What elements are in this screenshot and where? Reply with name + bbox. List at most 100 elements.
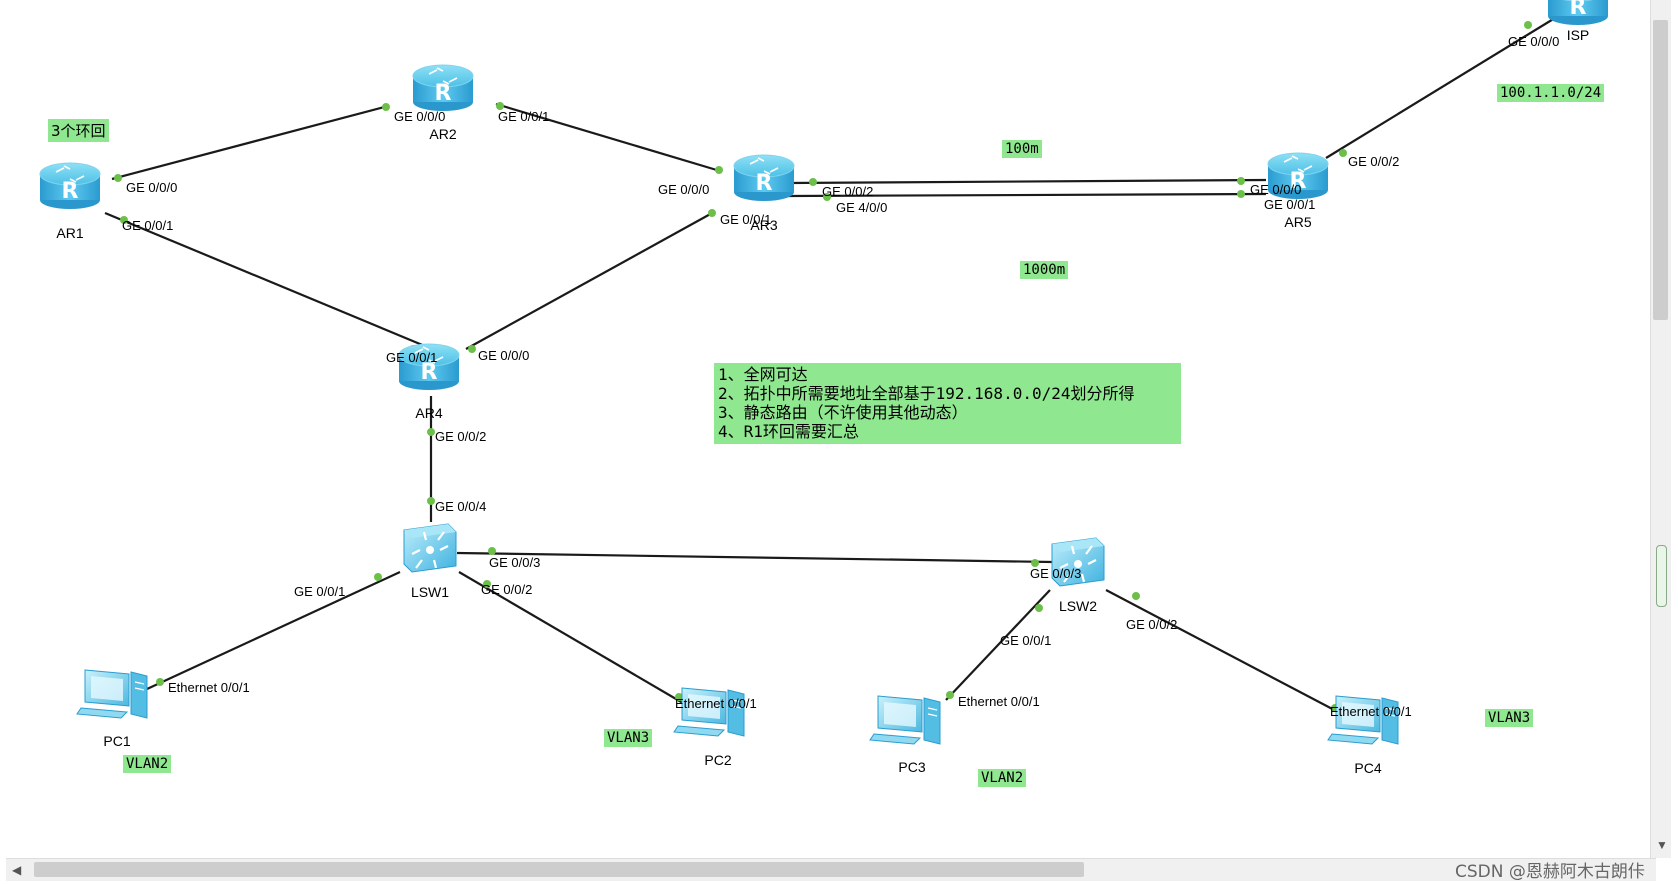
- device-ar5-icon[interactable]: R: [1267, 152, 1329, 199]
- note-vlan-pc4: VLAN3: [1485, 709, 1534, 727]
- device-label-isp: ISP: [1567, 27, 1590, 43]
- watermark: CSDN @恩赫阿木古朗佧: [1455, 862, 1645, 882]
- port-label-ar3: GE 0/0/1: [720, 212, 771, 227]
- svg-text:R: R: [62, 179, 79, 204]
- requirement-4: 4、R1环回需要汇总: [718, 422, 859, 441]
- port-dot-ar3: [708, 209, 716, 217]
- horizontal-scroll-thumb[interactable]: [34, 862, 1084, 877]
- port-dot-ar5: [1237, 190, 1245, 198]
- port-label-ar4: GE 0/0/0: [478, 348, 529, 363]
- device-pc3-icon[interactable]: [869, 695, 941, 745]
- port-dot-lsw1: [488, 547, 496, 555]
- port-dot-lsw1: [427, 497, 435, 505]
- note-loopbacks: 3个环回: [48, 119, 109, 142]
- svg-text:R: R: [1290, 169, 1307, 194]
- port-dot-pc3: [946, 691, 954, 699]
- links-layer: [104, 17, 1556, 714]
- link-ar4-ar3[interactable]: [465, 211, 715, 350]
- note-vlan-pc3: VLAN2: [978, 769, 1027, 787]
- device-ar2-icon[interactable]: R: [412, 64, 474, 111]
- vertical-scroll-thumb[interactable]: [1653, 20, 1668, 320]
- link-lsw2-pc3[interactable]: [945, 589, 1051, 701]
- requirement-2: 2、拓扑中所需要地址全部基于192.168.0.0/24划分所得: [718, 384, 1135, 403]
- port-label-ar2: GE 0/0/1: [498, 109, 549, 124]
- port-label-ar3: GE 0/0/0: [658, 182, 709, 197]
- port-label-lsw1: GE 0/0/1: [294, 584, 345, 599]
- device-label-pc4: PC4: [1354, 760, 1381, 776]
- svg-text:R: R: [421, 360, 438, 385]
- scroll-left-arrow-icon[interactable]: ◀: [12, 863, 22, 877]
- port-dot-ar2: [496, 102, 504, 110]
- port-label-lsw1: GE 0/0/4: [435, 499, 486, 514]
- port-label-ar4: GE 0/0/1: [386, 350, 437, 365]
- horizontal-scrollbar[interactable]: ◀: [6, 858, 1656, 881]
- device-pc1-icon[interactable]: [76, 669, 148, 719]
- link-ar1-ar4[interactable]: [104, 211, 433, 351]
- device-ar3-icon[interactable]: R: [733, 154, 795, 201]
- port-dot-pc1: [156, 678, 164, 686]
- svg-text:R: R: [756, 171, 773, 196]
- requirements-note: 1、全网可达 2、拓扑中所需要地址全部基于192.168.0.0/24划分所得 …: [714, 363, 1181, 444]
- device-ar1-icon[interactable]: R: [39, 162, 101, 209]
- note-bw-1000m: 1000m: [1020, 261, 1069, 279]
- port-dot-ar4: [427, 428, 435, 436]
- port-dot-ar1: [114, 174, 122, 182]
- note-isp-net: 100.1.1.0/24: [1497, 84, 1605, 102]
- device-label-ar4: AR4: [415, 405, 442, 421]
- port-label-isp: GE 0/0/0: [1508, 34, 1559, 49]
- port-dot-isp: [1524, 21, 1532, 29]
- port-label-ar3: GE 0/0/2: [822, 184, 873, 199]
- port-label-pc2: Ethernet 0/0/1: [675, 696, 757, 711]
- port-dot-lsw2: [1031, 559, 1039, 567]
- port-label-ar1: GE 0/0/1: [122, 218, 173, 233]
- link-lsw1-lsw2[interactable]: [456, 551, 1053, 564]
- device-label-pc1: PC1: [103, 733, 130, 749]
- link-ar2-ar3[interactable]: [495, 102, 721, 173]
- port-dot-ar3: [715, 166, 723, 174]
- requirement-3: 3、静态路由（不许使用其他动态）: [718, 403, 968, 422]
- vertical-scrollbar[interactable]: ▼: [1650, 0, 1671, 858]
- device-pc2-icon[interactable]: [673, 687, 745, 737]
- device-label-pc2: PC2: [704, 752, 731, 768]
- port-label-lsw2: GE 0/0/1: [1000, 633, 1051, 648]
- note-vlan-pc1: VLAN2: [123, 755, 172, 773]
- svg-text:R: R: [435, 81, 452, 106]
- port-label-ar5: GE 0/0/0: [1250, 182, 1301, 197]
- device-ar4-icon[interactable]: R: [398, 343, 460, 390]
- port-label-pc3: Ethernet 0/0/1: [958, 694, 1040, 709]
- device-pc4-icon[interactable]: [1327, 695, 1399, 745]
- port-dot-lsw2: [1035, 604, 1043, 612]
- scroll-down-arrow-icon[interactable]: ▼: [1656, 838, 1668, 852]
- link-ar3-ar5[interactable]: [787, 192, 1267, 198]
- port-label-lsw1: GE 0/0/3: [489, 555, 540, 570]
- port-dot-ar2: [382, 103, 390, 111]
- port-label-ar5: GE 0/0/1: [1264, 197, 1315, 212]
- port-label-ar5: GE 0/0/2: [1348, 154, 1399, 169]
- device-label-ar5: AR5: [1284, 214, 1311, 230]
- note-vlan-pc2: VLAN3: [604, 729, 653, 747]
- zoom-grip[interactable]: [1656, 545, 1667, 607]
- port-label-ar1: GE 0/0/0: [126, 180, 177, 195]
- link-lsw1-pc1[interactable]: [146, 571, 401, 690]
- device-lsw1-icon[interactable]: [403, 523, 457, 573]
- port-label-ar2: GE 0/0/0: [394, 109, 445, 124]
- device-lsw2-icon[interactable]: [1051, 537, 1105, 587]
- link-lsw2-pc4[interactable]: [1105, 589, 1341, 714]
- device-label-lsw1: LSW1: [411, 584, 449, 600]
- port-label-ar3: GE 4/0/0: [836, 200, 887, 215]
- device-isp-icon[interactable]: R: [1548, 0, 1608, 25]
- link-ar3-ar5[interactable]: [787, 178, 1267, 185]
- port-dot-ar1: [120, 216, 128, 224]
- link-lsw1-pc2[interactable]: [458, 571, 689, 707]
- device-label-lsw2: LSW2: [1059, 598, 1097, 614]
- port-dot-ar5: [1237, 177, 1245, 185]
- link-ar1-ar2[interactable]: [111, 104, 389, 181]
- devices-layer: R R R R R R: [39, 0, 1608, 745]
- note-bw-100m: 100m: [1002, 140, 1042, 158]
- link-ar5-isp[interactable]: [1325, 17, 1556, 159]
- port-label-ar4: GE 0/0/2: [435, 429, 486, 444]
- requirement-1: 1、全网可达: [718, 365, 808, 384]
- device-label-ar3: AR3: [750, 217, 777, 233]
